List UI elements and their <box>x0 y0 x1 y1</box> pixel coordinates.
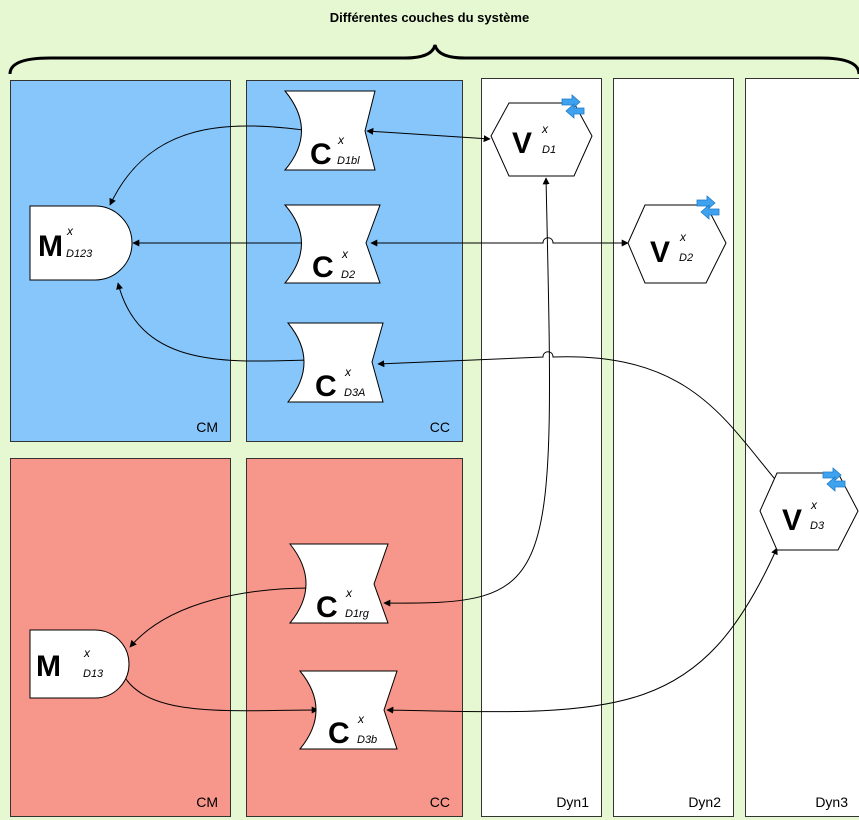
node-c-d1rg: C x D1rg <box>288 543 389 624</box>
panel-label-dyn3: Dyn3 <box>815 794 848 810</box>
node-v-d1: V x D1 <box>490 94 593 177</box>
node-v-d2-sub: D2 <box>679 252 693 264</box>
link-c-d3a-v-d3 <box>377 351 780 485</box>
link-c-d2-v-d2 <box>370 237 629 247</box>
node-c-d3a-sub: D3A <box>344 387 365 399</box>
node-m-d13: M x D13 <box>29 629 130 699</box>
node-m-d13-sub: D13 <box>83 668 104 680</box>
node-m-d123: M x D123 <box>29 205 133 281</box>
node-c-d1bl-sub: D1bl <box>337 155 360 167</box>
scope-brace <box>8 44 859 75</box>
node-v-d2: V x D2 <box>627 195 727 284</box>
node-v-d2-main: V <box>650 236 670 269</box>
node-c-d2-sup: x <box>341 247 349 261</box>
panel-label-cm-bottom: CM <box>196 794 218 810</box>
node-c-d3b-sub: D3b <box>357 734 377 746</box>
node-c-d2: C x D2 <box>283 204 381 284</box>
node-c-d1rg-main: C <box>316 591 338 624</box>
node-m-d123-sup: x <box>66 224 74 238</box>
node-v-d3-main: V <box>782 504 802 537</box>
node-c-d1bl: C x D1bl <box>283 90 376 171</box>
panel-label-dyn2: Dyn2 <box>688 794 721 810</box>
panel-label-cc-bottom: CC <box>429 794 450 810</box>
link-m-d13-c-d1rg <box>129 584 313 648</box>
node-v-d1-sub: D1 <box>542 144 556 156</box>
node-c-d1rg-sub: D1rg <box>345 608 370 620</box>
link-c-d1rg-v-d1 <box>383 177 551 607</box>
node-c-d3b-main: C <box>328 717 350 750</box>
node-m-d13-sup: x <box>83 646 91 660</box>
node-v-d3: V x D3 <box>759 467 859 551</box>
node-m-d123-sub: D123 <box>66 248 93 260</box>
node-c-d3b-sup: x <box>357 712 365 726</box>
node-v-d1-main: V <box>512 127 532 160</box>
link-c-d3b-v-d3 <box>386 547 778 714</box>
node-v-d3-sup: x <box>810 498 818 512</box>
panel-label-cm-top: CM <box>196 419 218 435</box>
node-c-d3b: C x D3b <box>298 670 398 750</box>
node-c-d1rg-sup: x <box>345 586 353 600</box>
diagram-title: Différentes couches du système <box>329 10 530 25</box>
node-c-d3a-sup: x <box>344 365 352 379</box>
link-m-d123-c-d1bl <box>109 125 312 206</box>
panel-label-dyn1: Dyn1 <box>556 794 589 810</box>
node-m-d123-main: M <box>38 230 63 263</box>
node-v-d2-sup: x <box>679 230 687 244</box>
link-m-d13-c-d3b <box>119 667 319 714</box>
node-c-d2-sub: D2 <box>341 269 355 281</box>
node-c-d3a-main: C <box>315 370 337 403</box>
node-m-d13-main: M <box>36 650 61 683</box>
node-v-d1-sup: x <box>541 122 549 136</box>
node-v-d3-sub: D3 <box>810 520 825 532</box>
node-c-d2-main: C <box>312 251 334 284</box>
link-c-d1bl-v-d1 <box>366 127 491 143</box>
node-c-d3a: C x D3A <box>286 322 384 403</box>
node-c-d1bl-main: C <box>310 138 332 171</box>
link-m-d123-c-d3a <box>116 282 311 364</box>
node-c-d1bl-sup: x <box>337 133 345 147</box>
